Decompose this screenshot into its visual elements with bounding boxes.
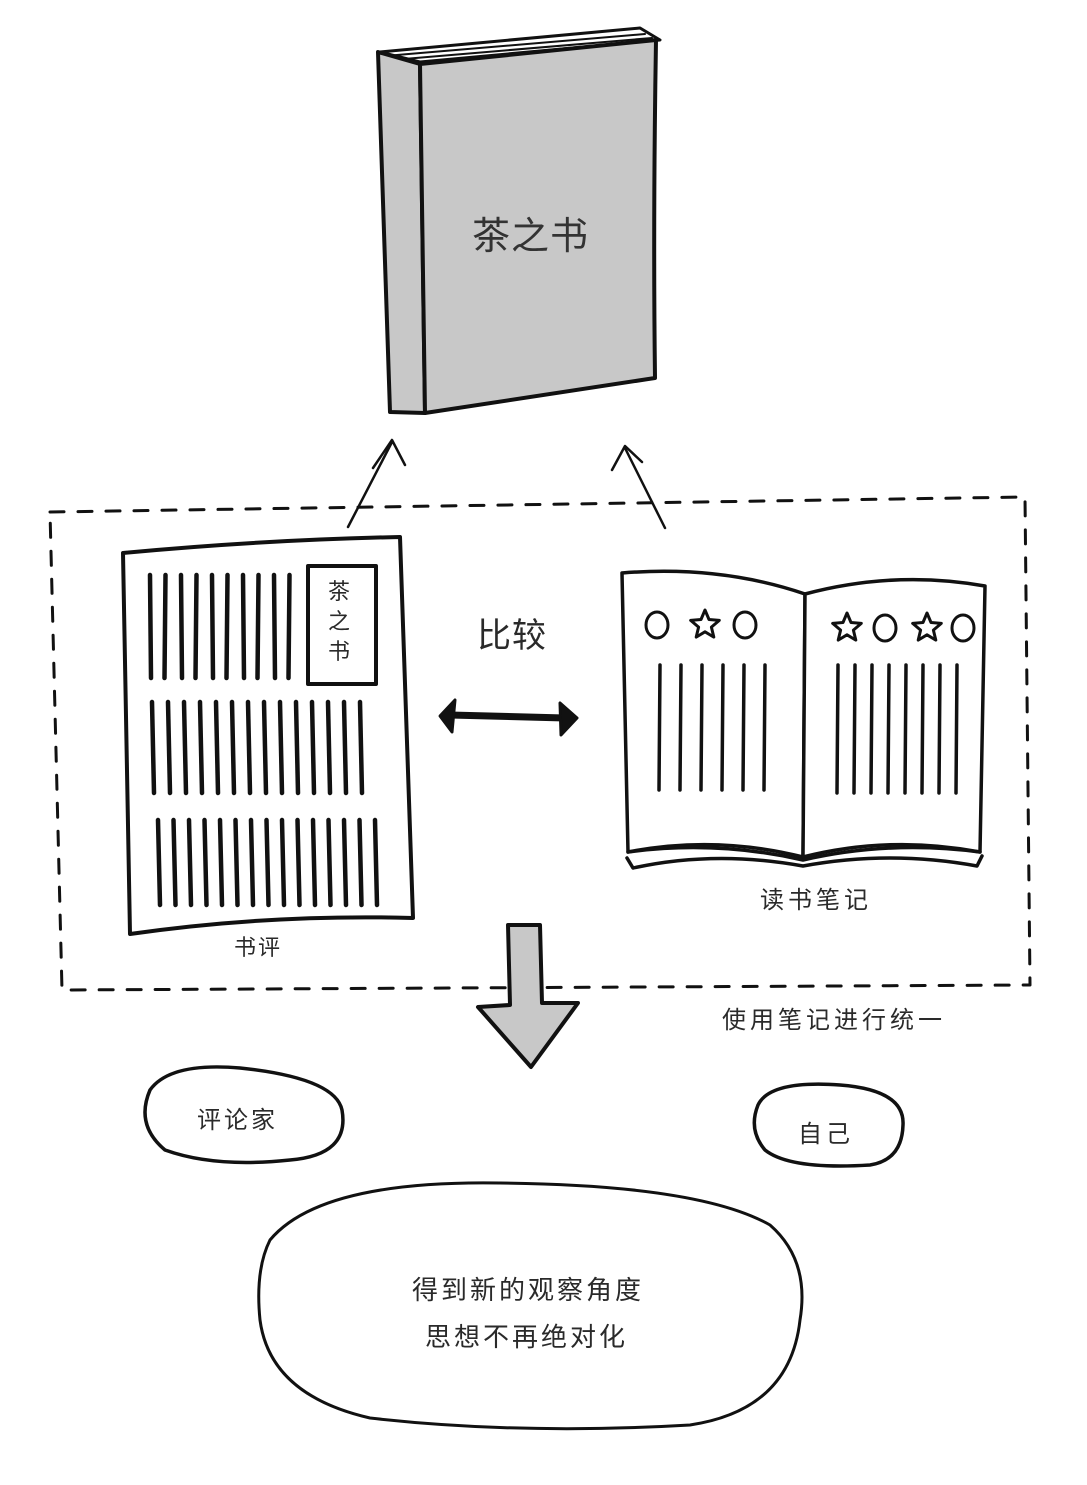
review-text-line	[245, 699, 253, 796]
notes-text-line	[869, 663, 874, 795]
review-text-line	[286, 572, 292, 681]
result-bubble	[257, 1181, 804, 1431]
review-text-line	[165, 699, 173, 796]
review-text-line	[213, 699, 221, 796]
notes-label: 读书笔记	[760, 886, 872, 914]
review-text-line	[277, 699, 285, 796]
review-text-line	[197, 699, 205, 796]
review-text-line	[293, 699, 301, 796]
down-arrow	[476, 923, 580, 1069]
critic-label: 评论家	[197, 1106, 278, 1134]
circle-mark	[872, 613, 898, 643]
result-line-2: 思想不再绝对化	[425, 1323, 629, 1353]
circle-mark	[950, 613, 976, 643]
result-line-1: 得到新的观察角度	[412, 1276, 645, 1306]
review-title-card	[306, 564, 378, 686]
star-mark	[689, 608, 721, 639]
review-text-line	[309, 699, 317, 796]
review-text-line	[261, 699, 269, 796]
compare-double-arrow	[438, 698, 579, 737]
notes-text-line	[762, 663, 767, 792]
review-text-line	[310, 817, 318, 908]
book-cover	[418, 38, 658, 415]
notes-text-line	[835, 663, 840, 795]
review-text-line	[372, 817, 380, 908]
review-text-line	[357, 699, 365, 796]
review-text-line	[295, 817, 302, 908]
compare-label: 比较	[477, 616, 547, 656]
review-text-line	[233, 817, 240, 908]
book-spine	[376, 50, 427, 415]
book	[376, 26, 662, 415]
star-mark	[831, 611, 863, 642]
review-text-line	[229, 699, 237, 796]
review-label: 书评	[234, 936, 283, 961]
review-text-line	[326, 817, 333, 908]
arrow-review-to-book	[346, 438, 407, 529]
critic-bubble	[143, 1065, 345, 1165]
notes-text-line	[741, 663, 746, 792]
notes-text-line	[903, 663, 908, 795]
book-title: 茶之书	[472, 214, 590, 258]
review-text-line	[341, 699, 349, 796]
notes-text-line	[720, 663, 725, 792]
review-text-line	[357, 817, 364, 908]
circle-mark	[644, 610, 670, 640]
review-document	[121, 535, 415, 936]
review-text-line	[240, 572, 247, 681]
review-text-line	[325, 699, 333, 796]
review-text-line	[209, 572, 216, 681]
notes-text-line	[678, 663, 683, 792]
self-bubble	[752, 1082, 905, 1168]
review-text-line	[217, 817, 225, 908]
review-text-line	[341, 817, 349, 908]
review-text-line	[171, 817, 178, 908]
review-text-line	[178, 572, 185, 681]
review-text-line	[224, 572, 230, 681]
review-text-line	[181, 699, 189, 796]
circle-mark	[732, 610, 758, 640]
review-text-line	[149, 699, 157, 796]
group-caption: 使用笔记进行统一	[722, 1006, 946, 1034]
review-text-line	[255, 572, 261, 681]
arrow-notes-to-book	[610, 444, 667, 530]
notes-text-line	[699, 663, 704, 792]
notes-text-line	[920, 663, 925, 795]
star-mark	[911, 611, 943, 642]
review-text-line	[271, 572, 278, 681]
notes-notebook	[620, 569, 987, 870]
review-text-line	[193, 572, 199, 681]
review-text-line	[147, 572, 154, 681]
notes-text-line	[954, 663, 959, 795]
review-text-line	[186, 817, 194, 908]
review-text-line	[155, 817, 163, 908]
notes-text-line	[852, 663, 857, 795]
review-text-line	[248, 817, 256, 908]
dashed-group-border	[48, 495, 1032, 992]
notes-text-line	[657, 663, 662, 792]
review-card-title: 茶之书	[328, 580, 351, 665]
review-text-line	[202, 817, 209, 908]
review-text-line	[279, 817, 287, 908]
review-text-line	[264, 817, 271, 908]
notes-text-line	[886, 663, 891, 795]
self-label: 自己	[798, 1120, 854, 1148]
review-text-line	[162, 572, 168, 681]
notes-text-line	[937, 663, 942, 795]
